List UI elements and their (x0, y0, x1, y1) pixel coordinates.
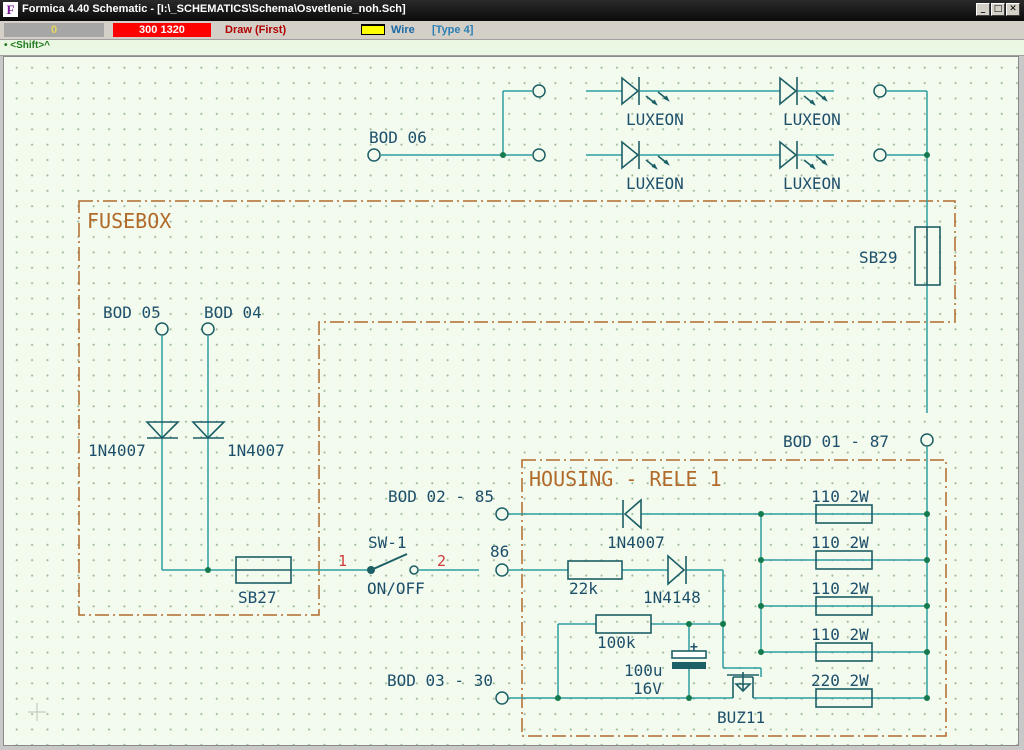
label-led-1: LUXEON (626, 110, 684, 129)
terminal-led-top-in (532, 84, 546, 98)
label-led-2: LUXEON (783, 110, 841, 129)
label-cap-value: 100u (624, 661, 663, 680)
maximize-button[interactable]: □ (991, 3, 1005, 16)
transistor-buz11 (727, 672, 759, 698)
label-buz11: BUZ11 (717, 708, 765, 727)
led-3 (621, 140, 670, 170)
switch-pivot (367, 566, 375, 574)
cursor-crosshair-icon (28, 703, 46, 721)
junctions (205, 152, 930, 701)
label-bod01: BOD 01 - 87 (783, 432, 889, 451)
label-86: 86 (490, 542, 509, 561)
components (145, 226, 941, 708)
resistor-220 (815, 688, 873, 708)
close-button[interactable]: ✕ (1006, 3, 1020, 16)
label-sw1: SW-1 (368, 533, 407, 552)
switch-pin-2: 2 (437, 552, 446, 570)
led-2 (779, 76, 828, 106)
toolbar: 0 300 1320 Draw (First) Wire [Type 4] (0, 21, 1024, 39)
switch-sw1 (370, 553, 419, 575)
label-bod02: BOD 02 - 85 (388, 487, 494, 506)
terminal-bod02 (495, 507, 509, 521)
object-label: Wire (391, 24, 415, 36)
label-bod04: BOD 04 (204, 303, 262, 322)
block-title-housing: HOUSING - RELE 1 (529, 467, 722, 491)
label-led-3: LUXEON (626, 174, 684, 193)
pin-numbers: 1 2 (338, 552, 446, 570)
label-bod06: BOD 06 (369, 128, 427, 147)
app-icon[interactable]: F (3, 2, 18, 17)
label-cap-voltage: 16V (633, 679, 662, 698)
label-r5: 220 2W (811, 671, 869, 690)
status-hint: • <Shift>^ (4, 40, 51, 51)
layer-indicator[interactable]: 0 (4, 23, 104, 37)
coordinate-readout: 300 1320 (113, 23, 211, 37)
title-bar[interactable]: F Formica 4.40 Schematic - [I:\_SCHEMATI… (0, 0, 1024, 21)
diode-1n4007-right (191, 421, 226, 440)
schematic-drawing: BOD 06 LUXEON LUXEON LUXEON LUXEON SB29 … (28, 76, 956, 737)
label-sb27: SB27 (238, 588, 277, 607)
label-1n4007-right: 1N4007 (227, 441, 285, 460)
led-1 (621, 76, 670, 106)
label-r1: 110 2W (811, 487, 869, 506)
terminal-led-bottom-out (873, 148, 887, 162)
terminal-bod03 (495, 691, 509, 705)
label-led-4: LUXEON (783, 174, 841, 193)
block-outlines (78, 200, 956, 737)
resistor-110-2 (815, 550, 873, 570)
schematic-canvas[interactable]: BOD 06 LUXEON LUXEON LUXEON LUXEON SB29 … (3, 56, 1019, 746)
led-symbols (621, 76, 828, 170)
block-titles: FUSEBOX HOUSING - RELE 1 (87, 209, 722, 491)
led-4 (779, 140, 828, 170)
label-cap-plus: + (690, 640, 698, 655)
label-r3: 110 2W (811, 579, 869, 598)
resistor-110-3 (815, 596, 873, 616)
terminal-86 (495, 563, 509, 577)
label-1n4148: 1N4148 (643, 588, 701, 607)
label-r2: 110 2W (811, 533, 869, 552)
terminal-bod05 (155, 322, 169, 336)
label-r4: 110 2W (811, 625, 869, 644)
resistor-110-1 (815, 504, 873, 524)
resistor-22k (567, 560, 623, 580)
window-title: Formica 4.40 Schematic - [I:\_SCHEMATICS… (22, 3, 406, 15)
object-type: [Type 4] (432, 24, 474, 36)
wire-color-swatch[interactable] (361, 24, 385, 35)
label-sb29: SB29 (859, 248, 898, 267)
terminals (155, 84, 934, 705)
label-bod03: BOD 03 - 30 (387, 671, 493, 690)
wires (161, 90, 928, 699)
label-22k: 22k (569, 579, 598, 598)
diode-1n4007-housing (622, 498, 642, 530)
terminal-bod04 (201, 322, 215, 336)
resistor-100k (595, 614, 652, 634)
label-100k: 100k (597, 633, 636, 652)
label-onoff: ON/OFF (367, 579, 425, 598)
label-1n4007-left: 1N4007 (88, 441, 146, 460)
terminal-bod06 (367, 148, 381, 162)
capacitor-100u (671, 650, 707, 669)
label-bod05: BOD 05 (103, 303, 161, 322)
label-1n4007-housing: 1N4007 (607, 533, 665, 552)
block-title-fusebox: FUSEBOX (87, 209, 171, 233)
diode-1n4148 (667, 554, 687, 586)
mode-label: Draw (First) (225, 24, 287, 36)
labels: BOD 06 LUXEON LUXEON LUXEON LUXEON SB29 … (88, 110, 898, 727)
minimize-button[interactable]: _ (976, 3, 990, 16)
switch-pin-1: 1 (338, 552, 347, 570)
terminal-bod01 (920, 433, 934, 447)
terminal-led-top-out (873, 84, 887, 98)
diode-1n4007-left (145, 421, 180, 440)
resistor-110-4 (815, 642, 873, 662)
terminal-led-bottom-in (532, 148, 546, 162)
status-line: • <Shift>^ (0, 39, 1024, 56)
